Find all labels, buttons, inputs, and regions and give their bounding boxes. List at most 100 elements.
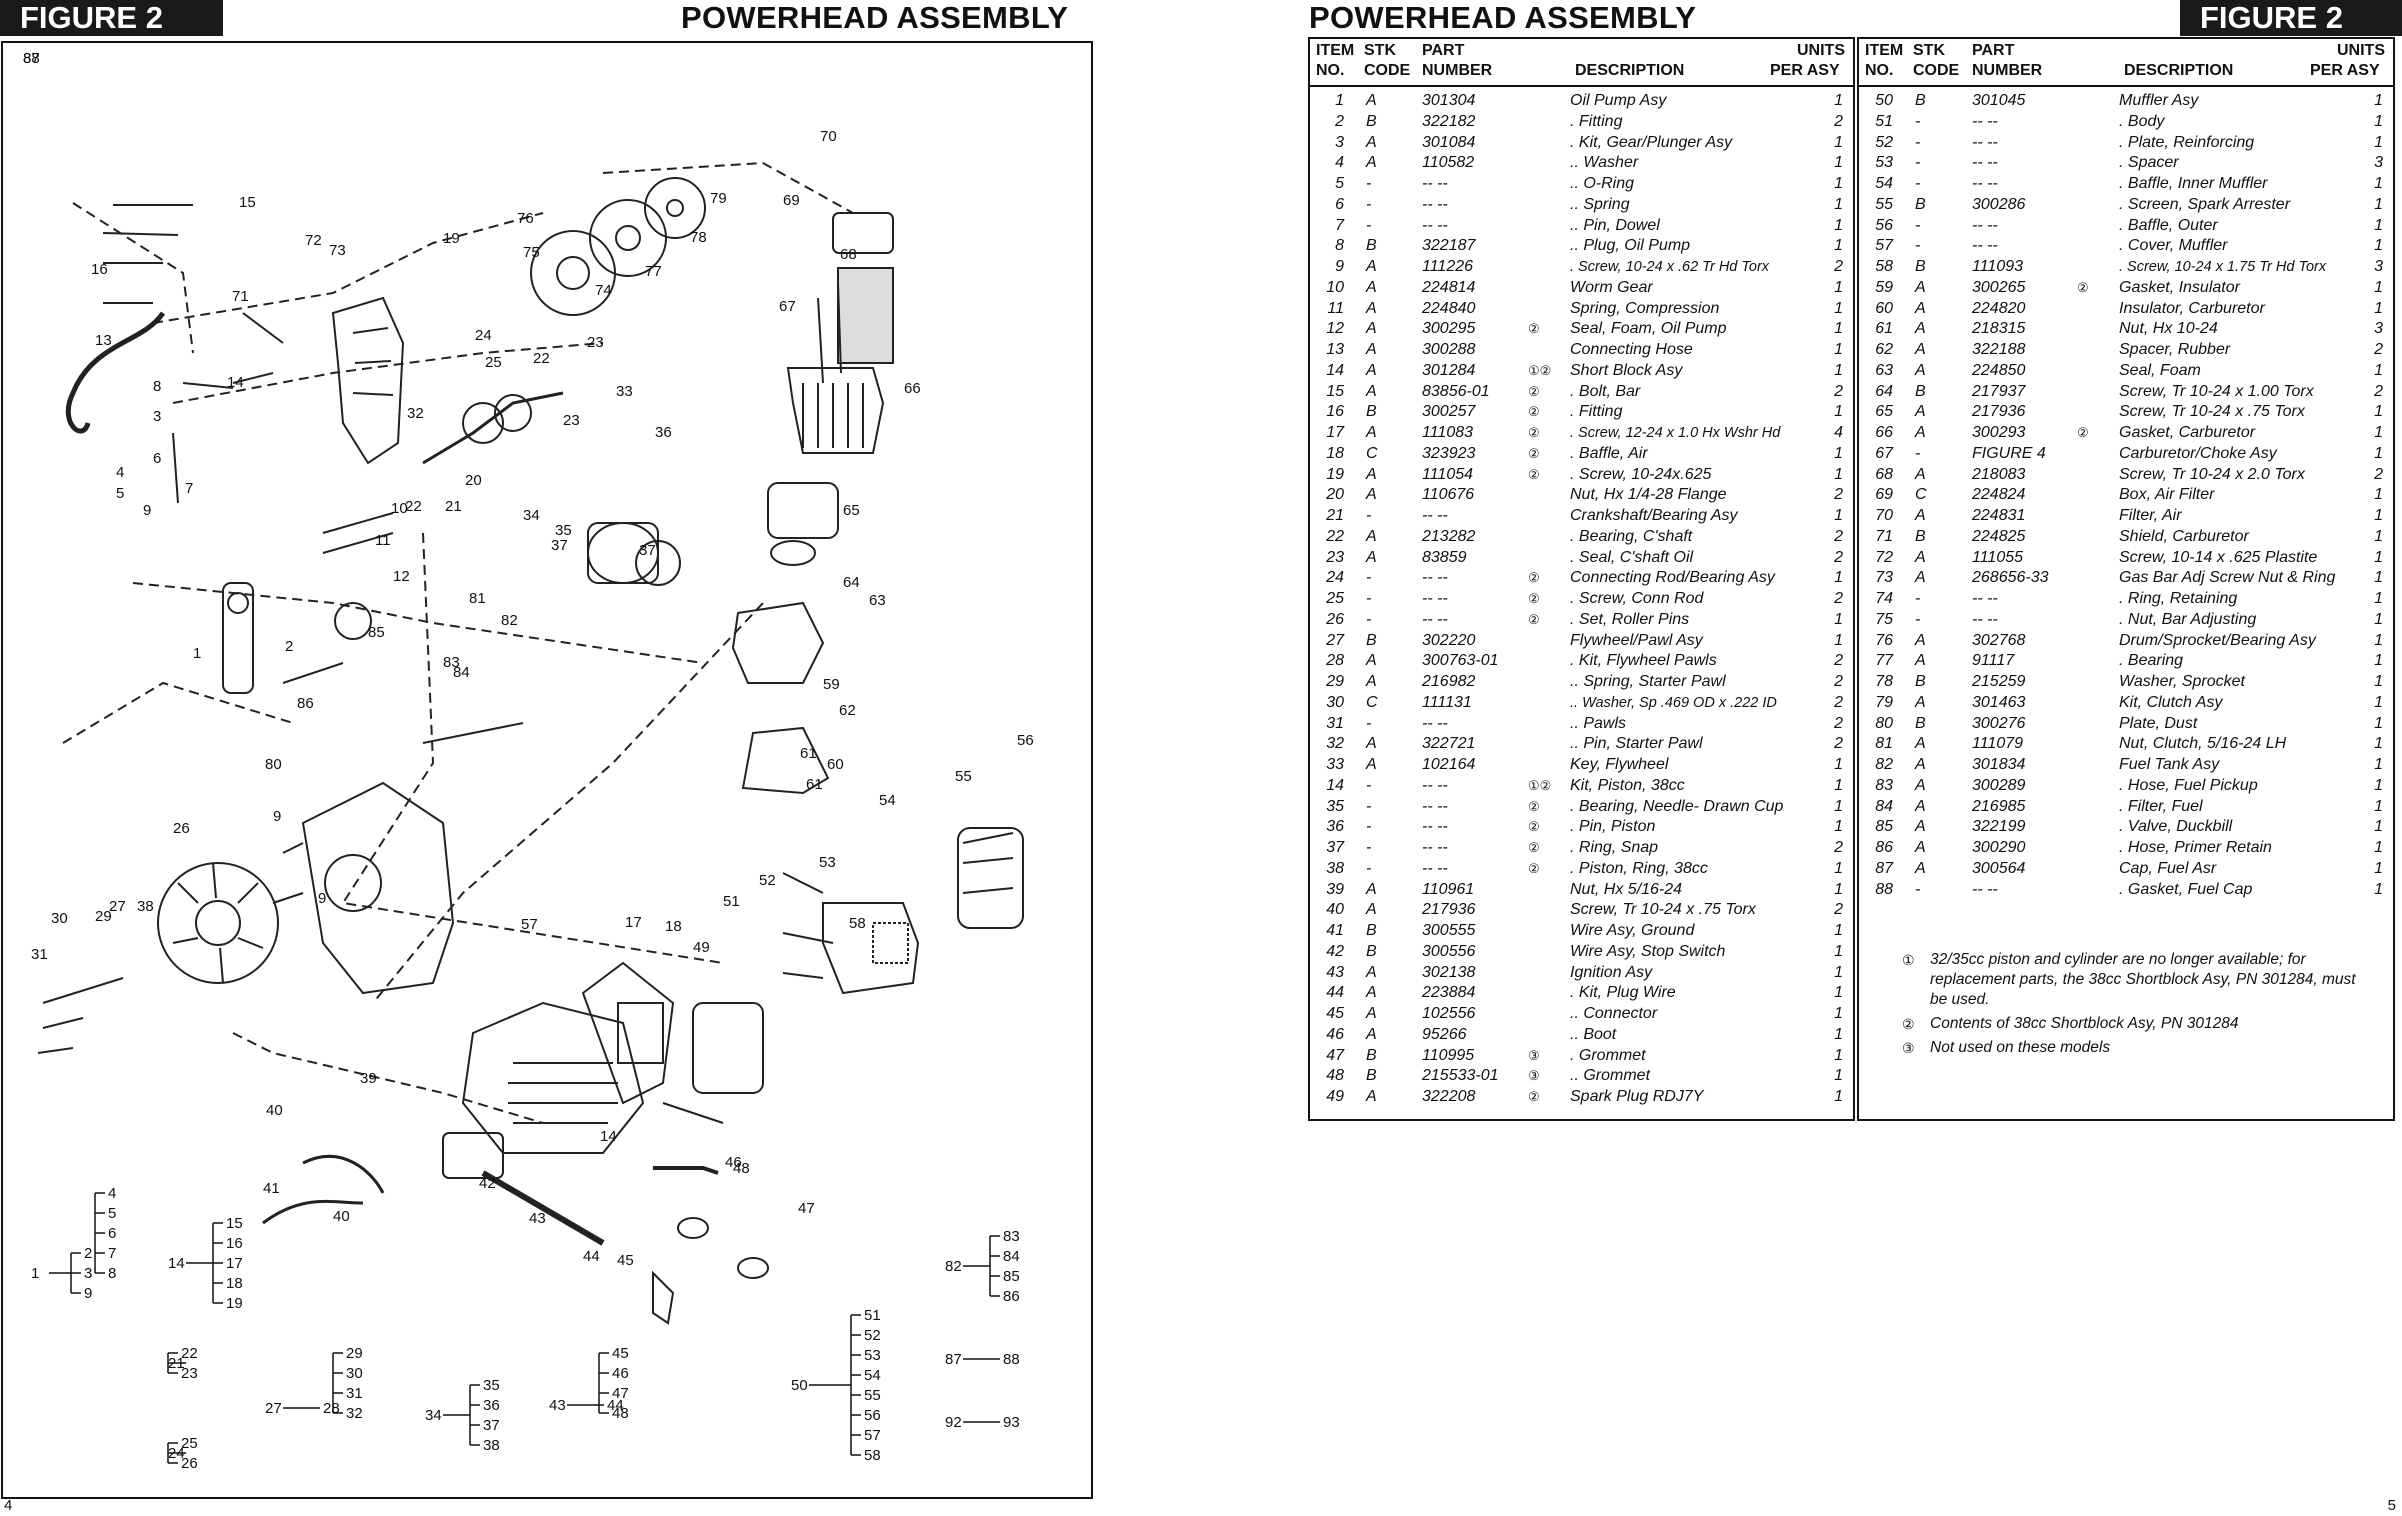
part-callout-5: 5 [116, 485, 124, 502]
cell-units: 1 [1834, 756, 1843, 773]
cell-description: . Screw, 10-24x.625 [1570, 465, 1712, 483]
cell-part-number: -- -- [1422, 216, 1448, 234]
cell-footnote-marker: ② [1528, 445, 1540, 461]
cell-description: . Hose, Fuel Pickup [2119, 776, 2258, 794]
cell-stk: A [1366, 424, 1377, 441]
cell-part-number: 300555 [1422, 922, 1476, 939]
cell-units: 2 [1834, 652, 1843, 670]
cell-part-number: 224820 [1972, 299, 2026, 317]
cell-footnote-marker: ② [1528, 798, 1540, 814]
cell-units: 1 [1834, 195, 1843, 213]
cell-description: Shield, Carburetor [2119, 527, 2249, 545]
cell-description: Connecting Hose [1570, 341, 1693, 358]
cell-part-number: 111226 [1422, 258, 1474, 275]
cell-part-number: 323923 [1422, 444, 1476, 462]
part-callout-36: 36 [655, 424, 672, 441]
figure-badge-right: FIGURE 2 [2180, 0, 2402, 36]
figure-badge-left: FIGURE 2 [0, 0, 223, 36]
cell-stk: A [1366, 382, 1377, 400]
cell-part-number: 102164 [1422, 756, 1476, 773]
cell-description: .. Plug, Oil Pump [1570, 237, 1691, 255]
cell-part-number: -- -- [1422, 569, 1448, 587]
cell-description: Oil Pump Asy [1570, 92, 1667, 109]
cell-part-number: 111131 [1422, 693, 1472, 711]
part-callout-53: 53 [819, 854, 836, 871]
group-parent-14: 14 [168, 1255, 185, 1272]
group-parent-27: 27 [265, 1400, 282, 1417]
cell-item: 4 [1335, 154, 1344, 172]
cell-stk: A [1366, 756, 1377, 773]
cell-units: 1 [2374, 859, 2383, 877]
group-parent-43: 43 [549, 1397, 566, 1414]
cell-stk: - [1366, 216, 1372, 234]
part-callout-4: 4 [116, 464, 124, 481]
cell-units: 2 [2374, 341, 2383, 358]
cell-stk: A [1366, 735, 1377, 753]
diagram-drawing: 1234567899910111213141415161718192021222… [23, 50, 1034, 1472]
part-callout-27: 27 [109, 898, 126, 915]
part-callout-2: 2 [285, 638, 293, 655]
part-callout-10: 10 [391, 500, 408, 517]
cell-units: 1 [1834, 361, 1843, 379]
cell-description: . Kit, Plug Wire [1570, 984, 1676, 1002]
part-callout-32: 32 [407, 405, 424, 422]
group-child-15: 15 [226, 1215, 243, 1232]
part-callout-21: 21 [445, 498, 462, 515]
cell-part-number: -- -- [1422, 175, 1448, 192]
cell-item: 64 [1875, 382, 1893, 400]
part-callout-57: 57 [521, 916, 538, 933]
cell-item: 74 [1875, 590, 1893, 607]
cell-item: 80 [1875, 714, 1893, 732]
cell-footnote-marker: ①② [1528, 777, 1552, 793]
cell-stk: A [1915, 776, 1926, 794]
cell-units: 1 [2374, 693, 2383, 711]
cell-stk: A [1915, 320, 1926, 338]
cell-description: Worm Gear [1570, 278, 1653, 296]
cell-part-number: 95266 [1422, 1025, 1467, 1043]
cell-units: 2 [1834, 673, 1843, 690]
cell-stk: A [1366, 299, 1377, 317]
cell-units: 1 [2374, 424, 2383, 441]
cell-units: 2 [1834, 714, 1843, 732]
cell-units: 1 [2374, 216, 2383, 234]
cell-part-number: 322199 [1972, 818, 2026, 836]
cell-item: 76 [1875, 631, 1893, 649]
group-child-7: 7 [108, 1245, 116, 1262]
cell-description: Screw, Tr 10-24 x 1.00 Torx [2119, 382, 2314, 400]
cell-part-number: 224840 [1422, 299, 1476, 317]
cell-part-number: 301463 [1972, 693, 2026, 711]
cell-description: . Grommet [1570, 1046, 1646, 1064]
page-title-right: POWERHEAD ASSEMBLY [1309, 0, 1697, 35]
cell-units: 1 [1834, 154, 1843, 172]
cell-stk: - [1915, 590, 1921, 607]
cell-units: 1 [2374, 195, 2383, 213]
part-callout-62: 62 [839, 702, 856, 719]
cell-description: .. Spring, Starter Pawl [1570, 673, 1726, 690]
cell-footnote-marker: ①② [1528, 362, 1552, 378]
part-callout-45: 45 [617, 1252, 634, 1269]
part-callout-47: 47 [798, 1200, 815, 1217]
part-callout-42: 42 [479, 1175, 496, 1192]
part-callout-88: 88 [23, 50, 40, 67]
cell-units: 1 [1834, 880, 1843, 898]
cell-item: 38 [1326, 859, 1344, 877]
cell-description: Ignition Asy [1570, 963, 1653, 981]
footnote-marker: ① [1902, 952, 1915, 968]
part-callout-40: 40 [266, 1102, 283, 1119]
cell-part-number: 111093 [1972, 258, 2024, 275]
cell-units: 1 [2374, 175, 2383, 192]
part-callout-39: 39 [360, 1070, 377, 1087]
cell-description: . Baffle, Air [1570, 444, 1648, 462]
group-child-23: 23 [181, 1365, 198, 1382]
